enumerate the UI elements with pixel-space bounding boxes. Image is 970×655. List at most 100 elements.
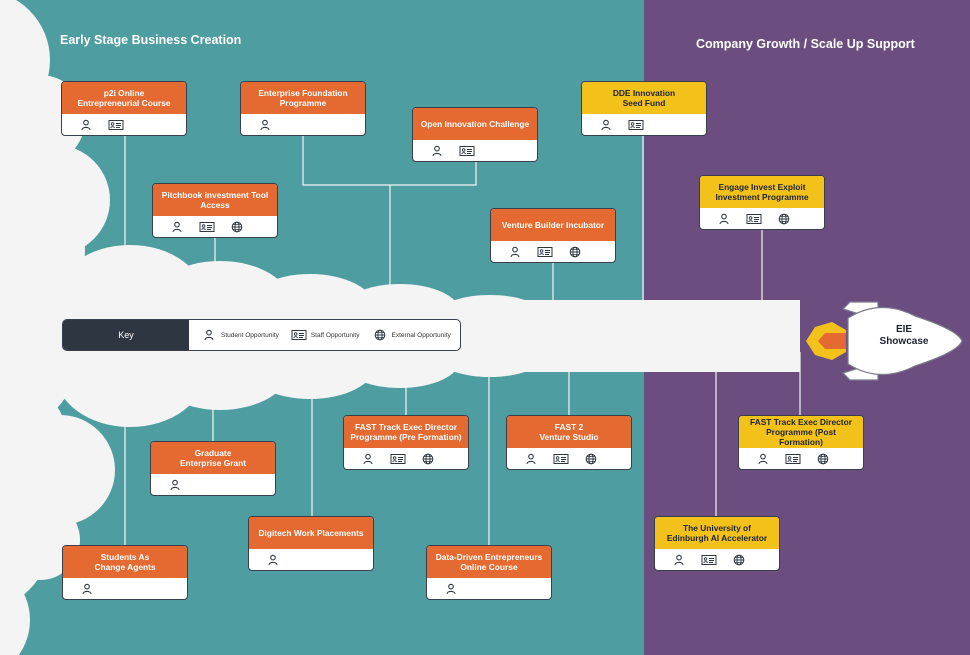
- globe-icon: [776, 213, 792, 225]
- globe-icon: [372, 329, 388, 341]
- key-student-item: Student Opportunity: [201, 329, 279, 341]
- person-icon: [429, 145, 445, 157]
- person-icon: [265, 554, 281, 566]
- card-icons: [655, 549, 779, 570]
- key-staff-item: Staff Opportunity: [291, 329, 360, 341]
- card-title-line2: Investment Programme: [715, 192, 809, 202]
- card-title-line2: Access: [200, 200, 230, 210]
- globe-icon: [583, 453, 599, 465]
- card-icons: [739, 448, 863, 469]
- globe-icon: [229, 221, 245, 233]
- card-title-line1: The University of: [683, 523, 751, 533]
- card-title-line2: Programme: [279, 98, 327, 108]
- key-staff-label: Staff Opportunity: [310, 331, 360, 339]
- card-title-line1: Open Innovation Challenge: [420, 119, 530, 129]
- card-icons: [241, 114, 365, 135]
- card-title-line2: Programme (Pre Formation): [350, 432, 462, 442]
- id-card-icon: [390, 453, 406, 465]
- card-title-line1: Enterprise Foundation: [258, 88, 348, 98]
- card-title-line1: Venture Builder Incubator: [501, 220, 605, 230]
- key-label: Key: [63, 320, 189, 350]
- person-icon: [507, 246, 523, 258]
- globe-icon: [815, 453, 831, 465]
- person-icon: [671, 554, 687, 566]
- card-title-line2: Venture Studio: [539, 432, 599, 442]
- id-card-icon: [291, 329, 307, 341]
- key-legend: Key Student Opportunity Staff Opportunit…: [62, 319, 461, 351]
- card-title-line2: Programme (Post Formation): [766, 427, 836, 447]
- card-icons: [413, 140, 537, 161]
- card-title-line2: Entrepreneurial Course: [77, 98, 171, 108]
- rocket-label-line1: EIE: [895, 324, 913, 335]
- card-icons: [582, 114, 706, 135]
- card-title-line1: Graduate: [194, 448, 232, 458]
- card-title-line1: FAST Track Exec Director: [355, 422, 457, 432]
- person-icon: [598, 119, 614, 131]
- globe-icon: [731, 554, 747, 566]
- card-title-line1: Digitech Work Placements: [258, 528, 364, 538]
- card-venture-builder-incubator[interactable]: Venture Builder Incubator: [490, 208, 616, 263]
- id-card-icon: [628, 119, 644, 131]
- id-card-icon: [746, 213, 762, 225]
- card-title-line1: Engage Invest Exploit: [718, 182, 806, 192]
- id-card-icon: [785, 453, 801, 465]
- card-title-line1: Pitchbook investment Tool: [161, 190, 269, 200]
- card-title-line1: FAST Track Exec Director: [750, 417, 852, 427]
- key-external-label: External Opportunity: [391, 331, 451, 339]
- card-icons: [427, 578, 551, 599]
- person-icon: [257, 119, 273, 131]
- id-card-icon: [553, 453, 569, 465]
- key-external-item: External Opportunity: [372, 329, 451, 341]
- card-title-line2: Seed Fund: [622, 98, 666, 108]
- person-icon: [78, 119, 94, 131]
- person-icon: [755, 453, 771, 465]
- card-title-line1: Students As: [100, 552, 150, 562]
- card-open-innovation-challenge[interactable]: Open Innovation Challenge: [412, 107, 538, 162]
- person-icon: [79, 583, 95, 595]
- card-digitech-work-placements[interactable]: Digitech Work Placements: [248, 516, 374, 571]
- card-icons: [507, 448, 631, 469]
- id-card-icon: [701, 554, 717, 566]
- card-icons: [151, 474, 275, 495]
- card-icons: [491, 241, 615, 262]
- rocket-label-line2: Showcase: [879, 336, 929, 347]
- person-icon: [523, 453, 539, 465]
- person-icon: [167, 479, 183, 491]
- card-icons: [153, 216, 277, 237]
- card-title-line1: FAST 2: [554, 422, 584, 432]
- early-stage-title: Early Stage Business Creation: [60, 33, 242, 47]
- card-title-line2: Edinburgh AI Accelerator: [666, 533, 768, 543]
- card-title-line2: Online Course: [460, 562, 518, 572]
- person-icon: [169, 221, 185, 233]
- card-icons: [62, 114, 186, 135]
- globe-icon: [420, 453, 436, 465]
- person-icon: [201, 329, 217, 341]
- id-card-icon: [537, 246, 553, 258]
- id-card-icon: [459, 145, 475, 157]
- card-title-line2: Change Agents: [94, 562, 156, 572]
- card-icons: [63, 578, 187, 599]
- id-card-icon: [199, 221, 215, 233]
- id-card-icon: [108, 119, 124, 131]
- card-title-line1: DDE Innovation: [612, 88, 676, 98]
- card-icons: [249, 549, 373, 570]
- card-icons: [700, 208, 824, 229]
- card-title-line1: p2i Online: [103, 88, 145, 98]
- growth-title: Company Growth / Scale Up Support: [696, 37, 915, 51]
- person-icon: [716, 213, 732, 225]
- card-title-line2: Enterprise Grant: [179, 458, 247, 468]
